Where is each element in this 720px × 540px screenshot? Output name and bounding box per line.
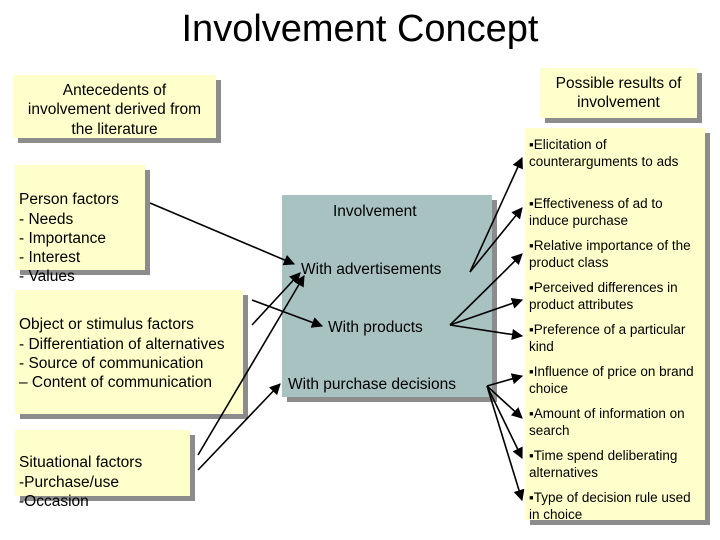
result-item: ▪Amount of information on search	[529, 406, 685, 438]
result-item: ▪Elicitation of counterarguments to ads	[529, 137, 679, 169]
arrow-purchase-to-result-8	[486, 385, 523, 460]
result-item: ▪Effectiveness of ad to induce purchase	[529, 196, 663, 228]
antecedents-header-box: Antecedents of involvement derived from …	[13, 75, 216, 138]
arrow-person-to-ads	[149, 202, 296, 266]
involvement-box	[282, 195, 492, 397]
result-item: ▪Type of decision rule used in choice	[529, 490, 691, 522]
antecedents-header-text: Antecedents of involvement derived from …	[27, 82, 202, 138]
object-factors-text: Object or stimulus factors - Differentia…	[19, 316, 225, 392]
object-factors-box: Object or stimulus factors - Differentia…	[15, 290, 243, 414]
arrow-purchase-to-result-7	[486, 385, 523, 419]
arrow-purchase-to-result-9	[486, 385, 525, 502]
arrow-purchase-to-result-6	[486, 373, 524, 387]
involvement-heading: Involvement	[333, 203, 417, 220]
person-factors-box: Person factors - Needs - Importance - In…	[15, 165, 145, 285]
results-header-text: Possible results of involvement	[555, 75, 682, 112]
situational-factors-box: Situational factors -Purchase/use -Occas…	[15, 430, 190, 510]
results-header-box: Possible results of involvement	[540, 68, 697, 118]
result-item: ▪Relative importance of the product clas…	[529, 238, 691, 270]
result-item: ▪Time spend deliberating alternatives	[529, 448, 678, 480]
result-item: ▪Perceived differences in product attrib…	[529, 280, 678, 312]
result-item: ▪Preference of a particular kind	[529, 322, 686, 354]
involvement-with-products: With products	[328, 319, 423, 336]
results-box: ▪Elicitation of counterarguments to ads …	[525, 128, 705, 522]
diagram-title: Involvement Concept	[181, 8, 539, 50]
situational-factors-text: Situational factors -Purchase/use -Occas…	[19, 454, 143, 510]
person-factors-text: Person factors - Needs - Importance - In…	[19, 191, 119, 286]
involvement-with-ads: With advertisements	[301, 261, 442, 278]
result-item: ▪Influence of price on brand choice	[529, 364, 694, 396]
involvement-with-purchase: With purchase decisions	[288, 376, 456, 393]
